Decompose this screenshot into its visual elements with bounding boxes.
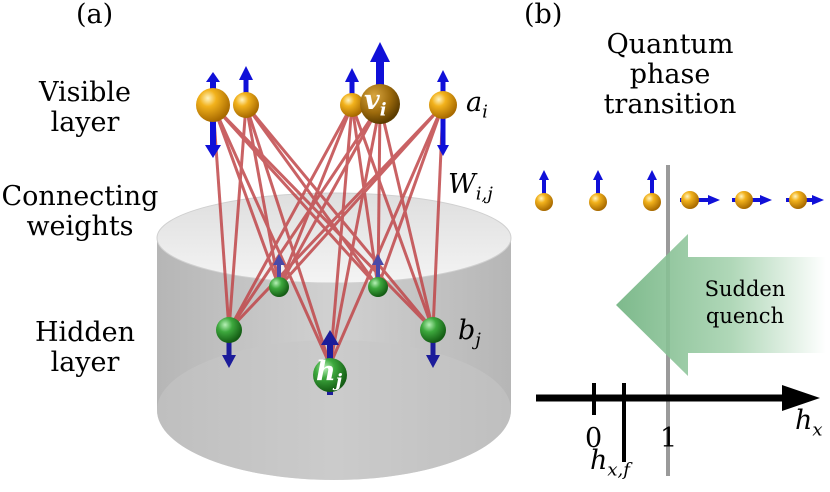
- hx-axis-label-main: h: [795, 405, 813, 436]
- connecting-weights-label-line1: Connecting: [1, 181, 159, 212]
- hx-axis: [536, 383, 820, 462]
- spin-right-1: [680, 191, 720, 209]
- spin-up-2: [589, 170, 607, 211]
- quench-label-line2: quench: [705, 304, 785, 328]
- symbol-w-ij-main: W: [448, 169, 476, 200]
- hidden-layer-label-line2: layer: [50, 347, 120, 378]
- symbol-a-i-sub: i: [482, 101, 488, 123]
- hxf-label-sub: x,f: [607, 459, 630, 481]
- spin-up-1: [535, 170, 553, 211]
- quench-label: Sudden quench: [680, 276, 810, 330]
- hidden-node-1: [216, 317, 242, 368]
- hidden-node-3: [368, 254, 388, 297]
- connecting-weights-label-line2: weights: [26, 211, 134, 242]
- hidden-node-2: [269, 254, 289, 297]
- symbol-b-j-main: b: [458, 315, 476, 346]
- hxf-label-main: h: [590, 445, 608, 476]
- hidden-node-hj: [313, 330, 347, 395]
- visible-node-2: [233, 66, 259, 118]
- symbol-b-j: bj: [458, 316, 481, 355]
- symbol-h-j: hj: [316, 357, 342, 396]
- hidden-layer-nodes: [216, 254, 446, 395]
- hidden-layer-label: Hidden layer: [20, 318, 150, 378]
- connecting-weights-label: Connecting weights: [0, 182, 160, 242]
- symbol-v-i-main: v: [364, 85, 380, 116]
- quench-label-line1: Sudden: [704, 277, 786, 301]
- qpt-title: Quantum phase transition: [585, 30, 755, 120]
- hidden-node-4: [420, 317, 446, 368]
- visible-node-1: [196, 72, 230, 158]
- visible-node-3: [340, 68, 364, 117]
- hidden-layer-label-line1: Hidden: [34, 317, 136, 348]
- symbol-v-i-sub: i: [379, 99, 387, 121]
- connecting-weights: [211, 103, 445, 366]
- qpt-title-line2: phase: [629, 59, 711, 90]
- hx-axis-label-sub: x: [812, 419, 823, 441]
- symbol-h-j-main: h: [316, 356, 336, 387]
- spin-row: [535, 170, 824, 211]
- visible-layer-nodes: [196, 42, 457, 158]
- spin-right-2: [732, 191, 772, 209]
- symbol-h-j-sub: j: [335, 370, 343, 392]
- visible-layer-label-line1: Visible: [38, 77, 132, 108]
- visible-layer-label-line2: layer: [50, 107, 120, 138]
- symbol-b-j-sub: j: [475, 329, 481, 351]
- spin-right-3: [786, 191, 824, 209]
- hxf-label: hx,f: [590, 446, 630, 485]
- symbol-a-i-main: a: [466, 87, 483, 118]
- qpt-title-line1: Quantum: [606, 29, 734, 60]
- visible-node-5: [429, 70, 457, 156]
- quench-arrow: [616, 234, 826, 376]
- hx-axis-label: hx: [795, 406, 823, 445]
- spin-up-3: [643, 170, 661, 211]
- symbol-a-i: ai: [466, 88, 488, 127]
- symbol-w-ij-sub: i,j: [475, 183, 493, 205]
- qpt-title-line3: transition: [603, 89, 737, 120]
- panel-b-tag: (b): [524, 0, 563, 30]
- tick-1-label: 1: [660, 423, 678, 454]
- tick-0-label: 0: [585, 423, 603, 454]
- panel-a-tag: (a): [76, 0, 114, 30]
- symbol-w-ij: Wi,j: [448, 170, 493, 209]
- visible-node-vi: [360, 42, 400, 124]
- visible-layer-label: Visible layer: [20, 78, 150, 138]
- symbol-v-i: vi: [364, 86, 387, 125]
